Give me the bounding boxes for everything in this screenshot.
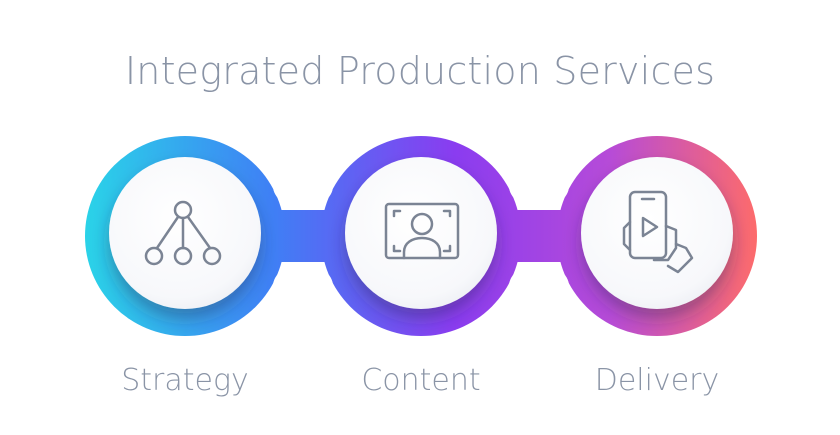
connector-left [255, 210, 351, 262]
connector-right [491, 210, 587, 262]
step-label-strategy: Strategy [121, 363, 249, 398]
step-label-delivery: Delivery [594, 363, 720, 398]
disc-delivery [581, 157, 733, 309]
user-portrait-frame-icon [384, 202, 460, 260]
disc-strategy [109, 157, 261, 309]
page-title: Integrated Production Services [124, 49, 716, 93]
hand-holding-phone-play-icon [622, 190, 694, 274]
hierarchy-tree-icon [144, 200, 222, 266]
step-label-content: Content [361, 363, 481, 398]
